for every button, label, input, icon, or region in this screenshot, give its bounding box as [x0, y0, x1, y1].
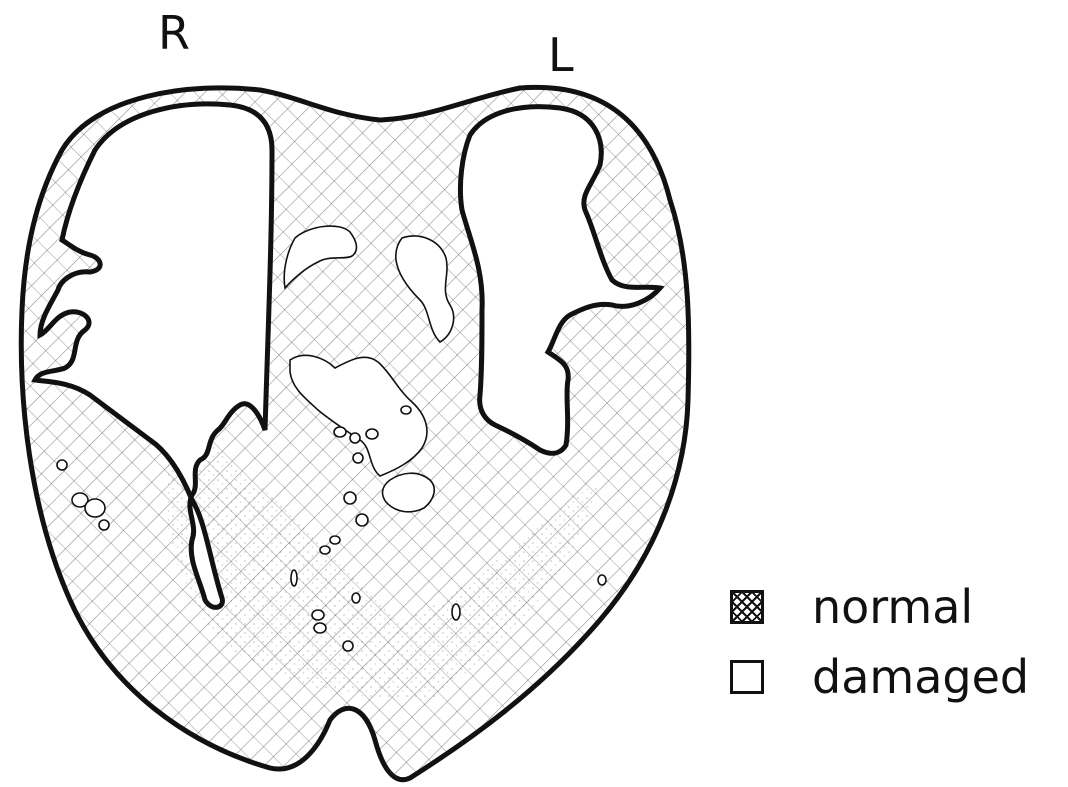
- central-lesion-lower: [383, 473, 435, 512]
- legend-label-damaged: damaged: [812, 654, 1029, 700]
- legend-label-normal: normal: [812, 584, 973, 630]
- legend-item-damaged: damaged: [730, 654, 1029, 700]
- left-side-label: L: [548, 32, 574, 78]
- legend-item-normal: normal: [730, 584, 973, 630]
- right-side-label: R: [158, 10, 190, 56]
- crosshatch-swatch-icon: [730, 590, 764, 624]
- empty-swatch-icon: [730, 660, 764, 694]
